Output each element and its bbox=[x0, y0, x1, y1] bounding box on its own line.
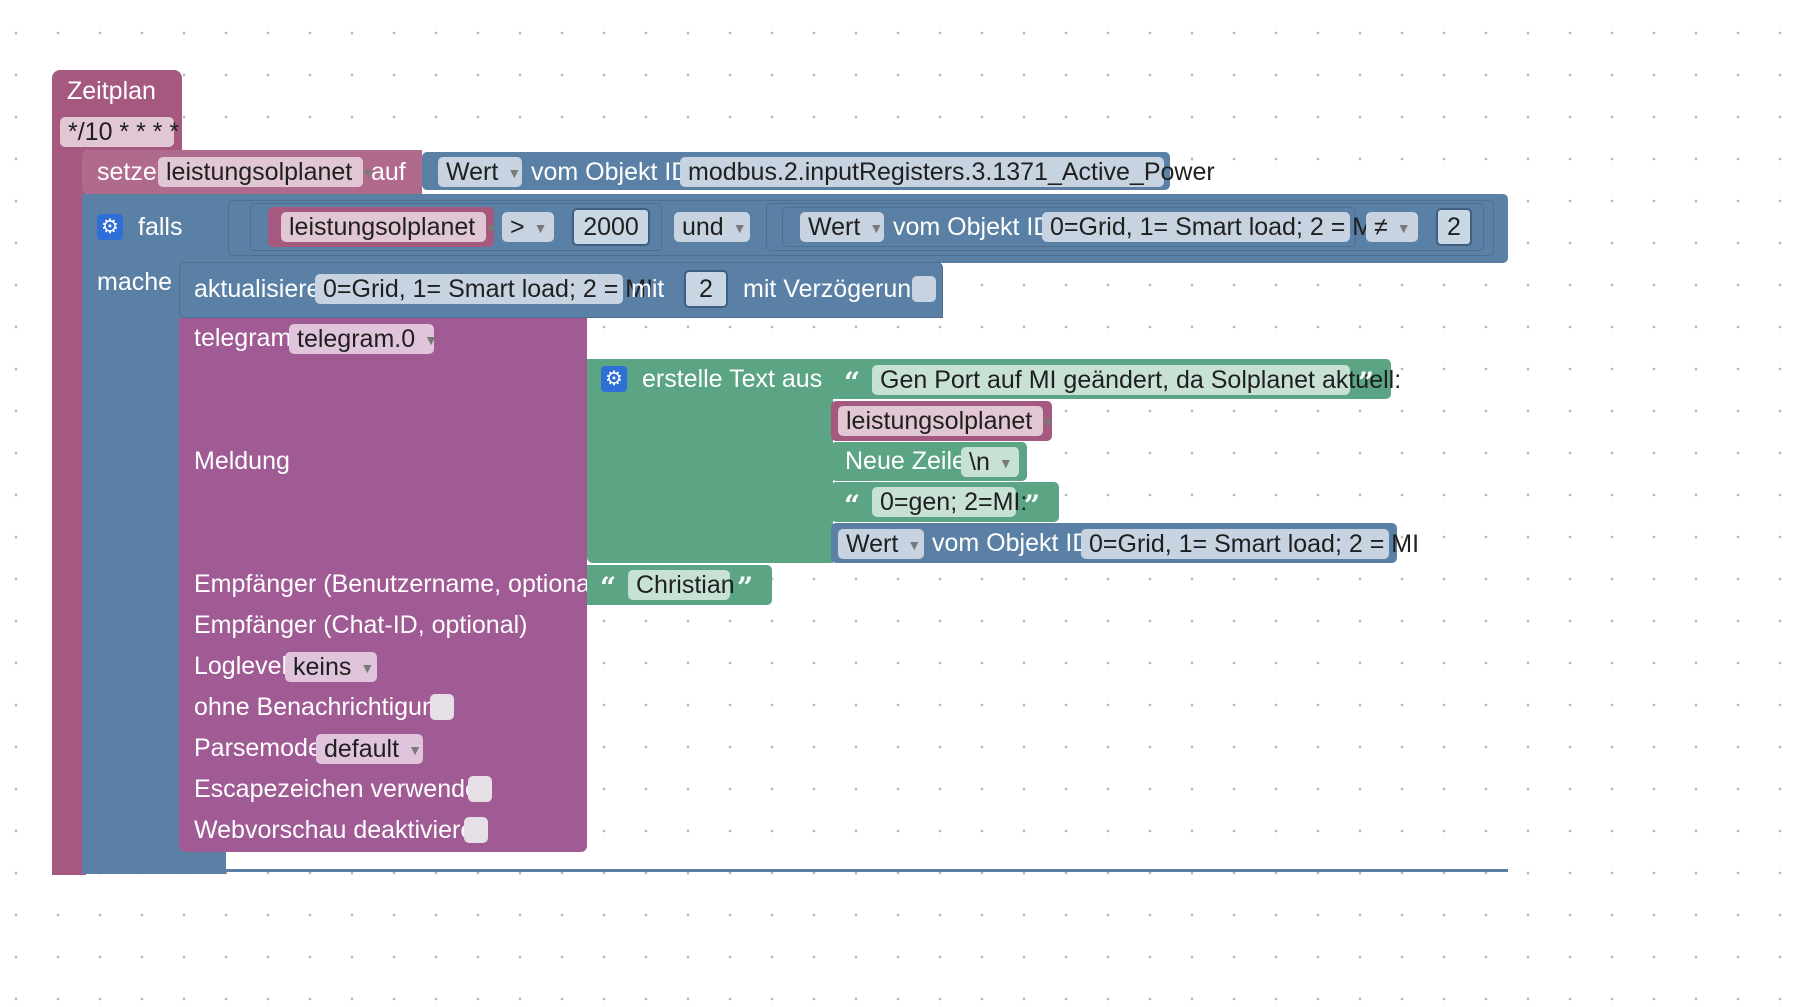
telegram-instance: telegram.0 bbox=[297, 325, 416, 353]
cron-field[interactable]: */10 * * * * bbox=[60, 117, 179, 147]
value-dropdown-label: Wert bbox=[446, 158, 499, 186]
text-item-5-value-dropdown[interactable]: Wert ▼ bbox=[838, 529, 924, 559]
compare-operator: > bbox=[510, 213, 525, 241]
chevron-down-icon: ▼ bbox=[408, 742, 422, 758]
chevron-down-icon: ▼ bbox=[1396, 220, 1411, 236]
delay-checkbox[interactable] bbox=[912, 276, 936, 302]
update-object-id-field[interactable]: 0=Grid, 1= Smart load; 2 = MI bbox=[315, 274, 653, 304]
parsemode-label: Parsemode bbox=[194, 734, 322, 762]
condition-variable-dropdown[interactable]: leistungsolplanet ▼ bbox=[281, 212, 498, 242]
open-quote-icon: “ bbox=[844, 489, 861, 522]
value-dropdown-2-label: Wert bbox=[808, 213, 861, 241]
text-item-5-value-label: Wert bbox=[846, 530, 899, 558]
with-label: mit bbox=[631, 275, 665, 303]
silent-label: ohne Benachrichtigung bbox=[194, 693, 450, 721]
webpreview-label: Webvorschau deaktivieren bbox=[194, 816, 489, 844]
chevron-down-icon: ▼ bbox=[360, 660, 375, 676]
text-item-4-field[interactable]: 0=gen; 2=MI: bbox=[872, 487, 1027, 517]
condition-variable-name: leistungsolplanet bbox=[289, 213, 476, 241]
open-quote-icon: “ bbox=[844, 366, 861, 399]
webpreview-checkbox[interactable] bbox=[464, 817, 488, 843]
compare-operator-2: ≠ bbox=[1374, 213, 1388, 241]
loglevel-dropdown[interactable]: keins ▼ bbox=[285, 652, 377, 682]
schedule-title: Zeitplan bbox=[67, 77, 156, 105]
chevron-down-icon: ▼ bbox=[507, 165, 522, 181]
if-label: falls bbox=[138, 213, 183, 241]
update-value-field[interactable]: 2 bbox=[684, 270, 728, 308]
chevron-down-icon: ▼ bbox=[424, 332, 438, 348]
to-label: auf bbox=[371, 158, 406, 186]
silent-checkbox[interactable] bbox=[430, 694, 454, 720]
chevron-down-icon: ▼ bbox=[484, 220, 499, 236]
delay-label: mit Verzögerung bbox=[743, 275, 926, 303]
loglevel-value: keins bbox=[293, 653, 352, 681]
chevron-down-icon: ▼ bbox=[533, 220, 548, 236]
do-label: mache bbox=[97, 268, 173, 296]
chevron-down-icon: ▼ bbox=[907, 537, 922, 553]
logic-operator: und bbox=[682, 213, 724, 241]
value-dropdown[interactable]: Wert ▼ bbox=[438, 157, 522, 187]
object-id-field[interactable]: modbus.2.inputRegisters.3.1371_Active_Po… bbox=[680, 157, 1215, 187]
escape-checkbox[interactable] bbox=[468, 776, 492, 802]
chevron-down-icon: ▼ bbox=[869, 220, 884, 236]
set-label: setze bbox=[97, 158, 157, 186]
parsemode-dropdown[interactable]: default ▼ bbox=[316, 734, 423, 764]
newline-value: \n bbox=[969, 448, 990, 476]
text-item-1-field[interactable]: Gen Port auf MI geändert, da Solplanet a… bbox=[872, 365, 1401, 395]
compare-number-field-2[interactable]: 2 bbox=[1436, 208, 1472, 246]
parsemode-value: default bbox=[324, 735, 400, 763]
chevron-down-icon: ▼ bbox=[732, 220, 747, 236]
update-label: aktualisiere bbox=[194, 275, 321, 303]
loglevel-label: Loglevel bbox=[194, 652, 288, 680]
escape-label: Escapezeichen verwenden bbox=[194, 775, 493, 803]
chevron-down-icon: ▼ bbox=[1041, 414, 1056, 430]
value-dropdown-2[interactable]: Wert ▼ bbox=[800, 212, 884, 242]
update-block[interactable] bbox=[179, 262, 943, 318]
telegram-instance-dropdown[interactable]: telegram.0 ▼ bbox=[289, 324, 438, 354]
text-join-label: erstelle Text aus bbox=[642, 365, 823, 393]
text-item-2-variable-name: leistungsolplanet bbox=[846, 407, 1033, 435]
compare-number-field[interactable]: 2000 bbox=[572, 208, 650, 246]
chevron-down-icon: ▼ bbox=[998, 455, 1013, 471]
if-block-bottom-line bbox=[226, 869, 1508, 872]
object-id-field-2[interactable]: 0=Grid, 1= Smart load; 2 = MI bbox=[1042, 212, 1380, 242]
recipient-text-field[interactable]: Christian bbox=[628, 570, 735, 600]
text-item-5-from-object-label: vom Objekt ID bbox=[932, 529, 1091, 557]
from-object-label: vom Objekt ID bbox=[531, 158, 690, 186]
recipient-chat-label: Empfänger (Chat-ID, optional) bbox=[194, 611, 528, 639]
gear-icon[interactable]: ⚙ bbox=[97, 214, 123, 240]
recipient-user-label: Empfänger (Benutzername, optional) bbox=[194, 570, 604, 598]
newline-dropdown[interactable]: \n ▼ bbox=[961, 447, 1019, 477]
telegram-label: telegram bbox=[194, 324, 292, 352]
text-item-2-variable-dropdown[interactable]: leistungsolplanet ▼ bbox=[838, 406, 1055, 436]
gear-icon[interactable]: ⚙ bbox=[601, 366, 627, 392]
close-quote-icon: ” bbox=[1024, 489, 1041, 522]
newline-label: Neue Zeile bbox=[845, 447, 966, 475]
compare-operator-dropdown-2[interactable]: ≠▼ bbox=[1366, 212, 1418, 242]
set-variable-dropdown[interactable]: leistungsolplanet ▼ bbox=[158, 157, 375, 187]
if-block-bottom bbox=[82, 852, 226, 874]
text-item-5-object-id-field[interactable]: 0=Grid, 1= Smart load; 2 = MI bbox=[1081, 529, 1419, 559]
compare-operator-dropdown[interactable]: >▼ bbox=[502, 212, 554, 242]
close-quote-icon: ” bbox=[1358, 366, 1375, 399]
close-quote-icon: ” bbox=[737, 571, 754, 604]
from-object-label-2: vom Objekt ID bbox=[893, 213, 1052, 241]
schedule-block-spine bbox=[52, 140, 86, 875]
open-quote-icon: “ bbox=[600, 571, 617, 604]
chevron-down-icon: ▼ bbox=[361, 165, 376, 181]
set-variable-name: leistungsolplanet bbox=[166, 158, 353, 186]
logic-operator-dropdown[interactable]: und ▼ bbox=[674, 212, 750, 242]
message-label: Meldung bbox=[194, 447, 290, 475]
